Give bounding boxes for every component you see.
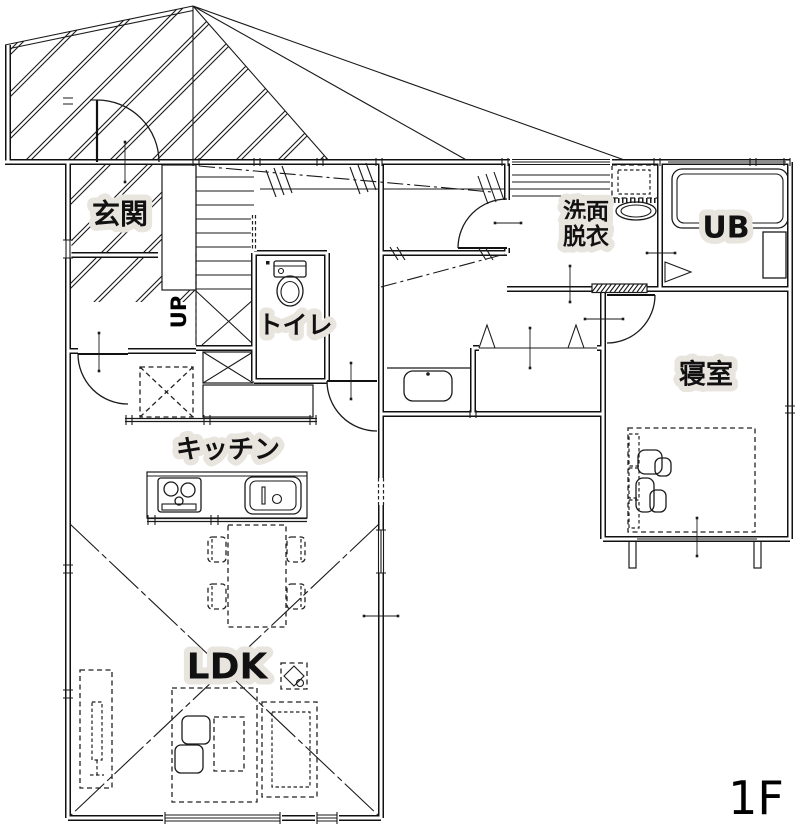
dining-set xyxy=(207,524,306,628)
toilet-fixture xyxy=(266,260,307,307)
room-label-washroom-line1: 洗面 xyxy=(563,199,609,225)
kitchen-island xyxy=(146,471,308,525)
tv-board xyxy=(79,669,113,789)
room-label-ldk: LDK xyxy=(187,647,269,688)
centerline-marks xyxy=(97,140,699,618)
hall-washbasin xyxy=(387,367,470,402)
bedroom-furniture xyxy=(627,427,762,569)
sliding-door-hatch xyxy=(591,283,648,294)
entrance-cabinet xyxy=(161,164,197,291)
staircase xyxy=(195,163,255,346)
doors xyxy=(77,99,656,432)
sofa-set xyxy=(171,687,318,803)
ldk-void-lines xyxy=(69,523,380,817)
room-label-bedroom: 寝室 xyxy=(679,359,733,391)
room-label-kitchen: キッチン xyxy=(176,435,280,465)
stairs-up-label: UP xyxy=(167,296,191,328)
walls xyxy=(5,45,790,818)
room-label-toilet: トイレ xyxy=(257,311,332,340)
kitchen-storage xyxy=(125,351,317,425)
room-label-washroom-line2: 脱衣 xyxy=(563,223,609,250)
room-labels: 玄関 トイレ 洗面 脱衣 UB 寝室 キッチン LDK UP 1F xyxy=(86,192,784,826)
slope-marks xyxy=(198,162,506,288)
room-label-bath: UB xyxy=(702,211,749,246)
room-label-genkan: 玄関 xyxy=(92,198,148,231)
porch-roof-lines xyxy=(4,5,631,163)
hearth-box xyxy=(280,662,308,690)
floor-label: 1F xyxy=(728,771,784,825)
